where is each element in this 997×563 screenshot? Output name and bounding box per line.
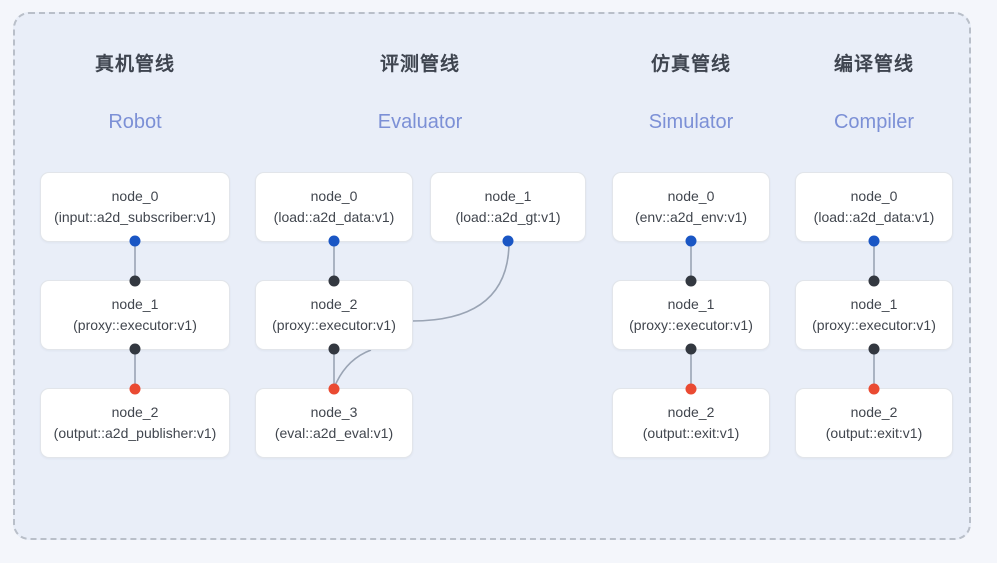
node-comp-node-0[interactable]: node_0 (load::a2d_data:v1) xyxy=(795,172,953,247)
node-comp-node-1[interactable]: node_1 (proxy::executor:v1) xyxy=(795,275,953,355)
node-spec: (load::a2d_data:v1) xyxy=(813,209,935,225)
node-name: node_0 xyxy=(667,188,715,204)
port-input-icon xyxy=(328,275,340,287)
column-title-evaluator: 评测管线 xyxy=(379,54,460,75)
node-spec: (load::a2d_data:v1) xyxy=(273,209,395,225)
node-robot-node-2[interactable]: node_2 (output::a2d_publisher:v1) xyxy=(40,383,230,458)
port-output-icon xyxy=(685,235,697,247)
node-spec: (env::a2d_env:v1) xyxy=(634,209,748,225)
port-input-icon xyxy=(868,275,880,287)
node-eval-node-0[interactable]: node_0 (load::a2d_data:v1) xyxy=(255,172,413,247)
column-simulator: 仿真管线 Simulator xyxy=(612,52,770,135)
node-name: node_2 xyxy=(310,296,358,312)
column-title-compiler: 编译管线 xyxy=(833,54,914,75)
node-name: node_2 xyxy=(111,404,159,420)
node-robot-node-1[interactable]: node_1 (proxy::executor:v1) xyxy=(40,275,230,355)
node-spec: (proxy::executor:v1) xyxy=(272,317,396,333)
port-output-icon xyxy=(868,343,880,355)
column-robot: 真机管线 Robot xyxy=(40,52,230,135)
node-eval-node-3[interactable]: node_3 (eval::a2d_eval:v1) xyxy=(255,383,413,458)
node-spec: (proxy::executor:v1) xyxy=(629,317,753,333)
node-sim-node-2[interactable]: node_2 (output::exit:v1) xyxy=(612,383,770,458)
node-name: node_2 xyxy=(850,404,898,420)
node-robot-node-0[interactable]: node_0 (input::a2d_subscriber:v1) xyxy=(40,172,230,247)
node-eval-node-1[interactable]: node_1 (load::a2d_gt:v1) xyxy=(430,172,586,247)
port-output-icon xyxy=(685,343,697,355)
node-spec: (output::a2d_publisher:v1) xyxy=(53,425,217,441)
node-name: node_0 xyxy=(111,188,159,204)
port-output-icon xyxy=(328,235,340,247)
port-output-icon xyxy=(502,235,514,247)
port-output-icon xyxy=(868,235,880,247)
port-input-icon xyxy=(685,383,697,395)
node-name: node_1 xyxy=(111,296,159,312)
node-name: node_0 xyxy=(850,188,898,204)
port-input-icon xyxy=(129,383,141,395)
node-name: node_1 xyxy=(850,296,898,312)
column-compiler: 编译管线 Compiler xyxy=(795,52,953,135)
port-output-icon xyxy=(328,343,340,355)
node-comp-node-2[interactable]: node_2 (output::exit:v1) xyxy=(795,383,953,458)
port-output-icon xyxy=(129,235,141,247)
node-eval-node-2[interactable]: node_2 (proxy::executor:v1) xyxy=(255,275,413,355)
port-input-icon xyxy=(328,383,340,395)
node-spec: (eval::a2d_eval:v1) xyxy=(274,425,394,441)
node-spec: (proxy::executor:v1) xyxy=(73,317,197,333)
port-input-icon xyxy=(868,383,880,395)
node-spec: (proxy::executor:v1) xyxy=(812,317,936,333)
node-spec: (output::exit:v1) xyxy=(825,425,923,441)
node-name: node_1 xyxy=(484,188,532,204)
node-spec: (output::exit:v1) xyxy=(642,425,740,441)
column-title-simulator: 仿真管线 xyxy=(650,54,731,75)
port-input-icon xyxy=(129,275,141,287)
column-subtitle-simulator: Simulator xyxy=(648,111,734,133)
node-spec: (input::a2d_subscriber:v1) xyxy=(54,209,216,225)
node-name: node_3 xyxy=(310,404,358,420)
column-subtitle-compiler: Compiler xyxy=(833,111,915,133)
column-subtitle-evaluator: Evaluator xyxy=(377,111,463,133)
node-name: node_2 xyxy=(667,404,715,420)
column-evaluator: 评测管线 Evaluator xyxy=(255,52,585,135)
node-name: node_0 xyxy=(310,188,358,204)
node-sim-node-0[interactable]: node_0 (env::a2d_env:v1) xyxy=(612,172,770,247)
node-sim-node-1[interactable]: node_1 (proxy::executor:v1) xyxy=(612,275,770,355)
column-subtitle-robot: Robot xyxy=(108,111,162,133)
column-title-robot: 真机管线 xyxy=(94,54,175,75)
port-input-icon xyxy=(685,275,697,287)
node-spec: (load::a2d_gt:v1) xyxy=(455,209,561,225)
port-output-icon xyxy=(129,343,141,355)
node-name: node_1 xyxy=(667,296,715,312)
